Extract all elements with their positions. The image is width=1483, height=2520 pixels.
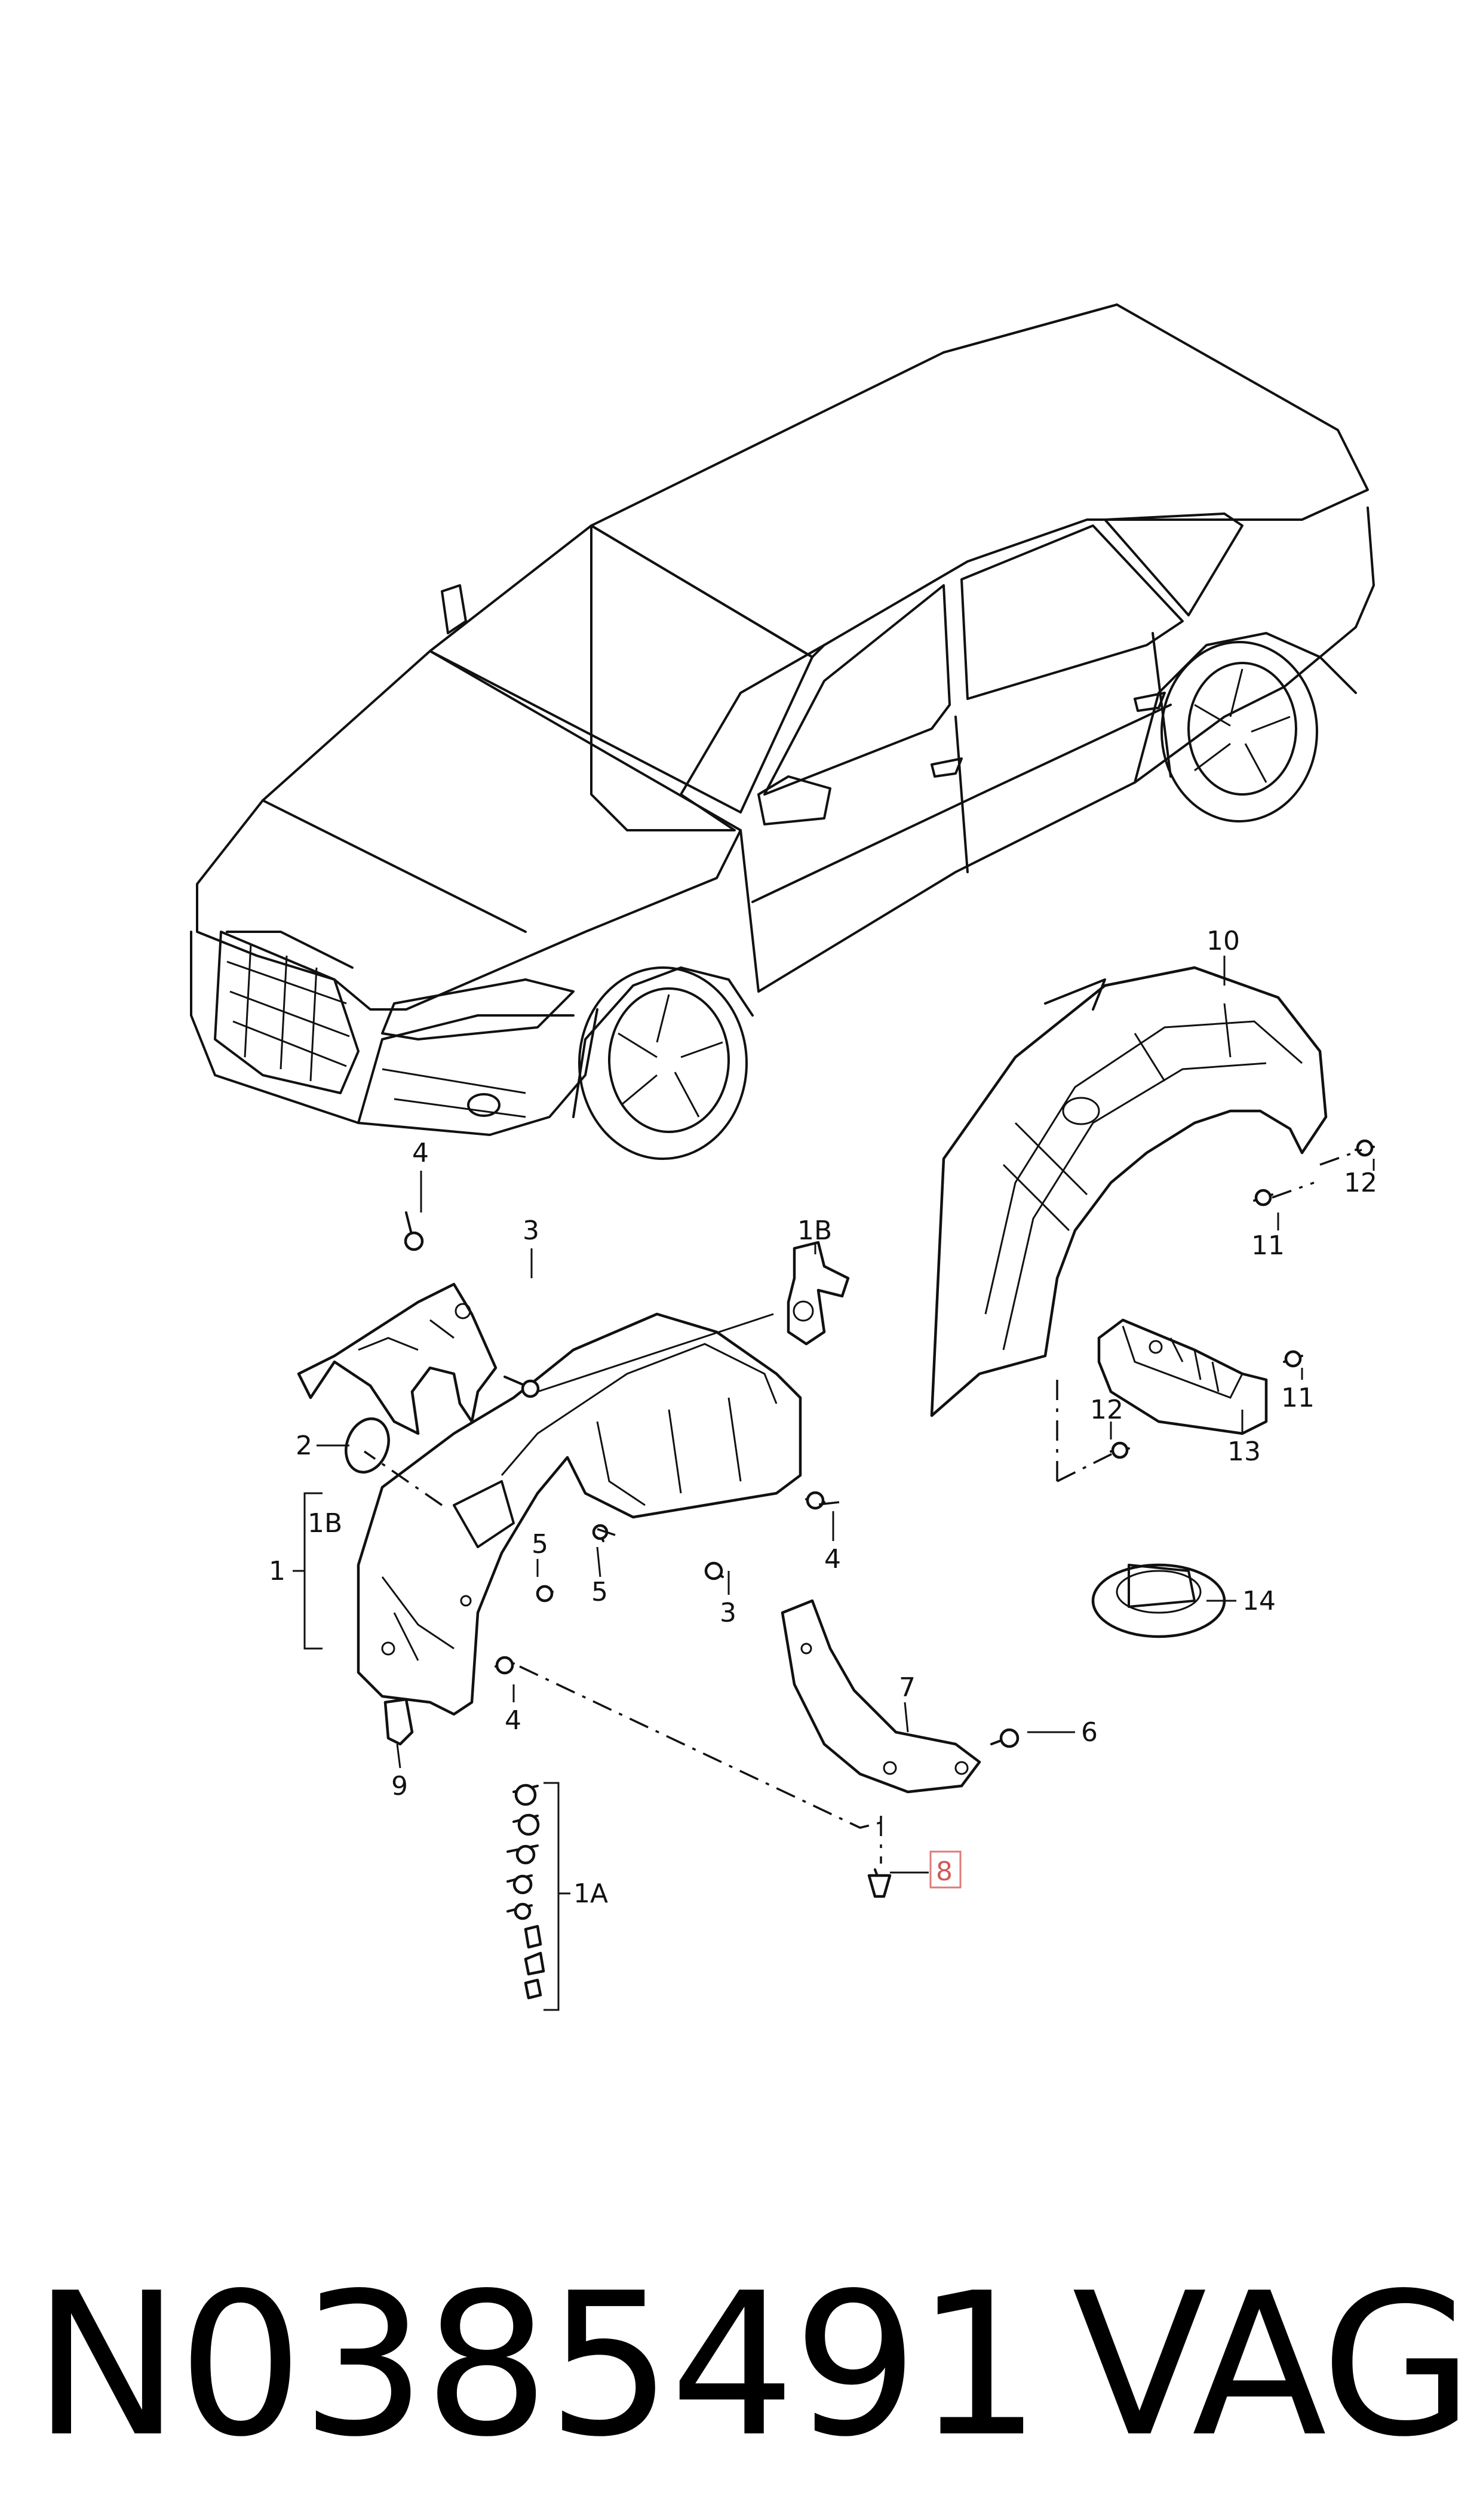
assembly-lines xyxy=(364,1149,1362,1864)
callout-7: 7 xyxy=(899,1672,916,1703)
part-2-cap xyxy=(345,1417,390,1474)
callout-4-low: 4 xyxy=(505,1705,521,1736)
callout-3-top: 3 xyxy=(523,1216,539,1246)
part-number: N0385491 xyxy=(33,2251,1042,2480)
leader-lines xyxy=(293,956,1375,2011)
brand-label: VAG xyxy=(1072,2251,1473,2480)
part-10-rear-wheel-housing-liner xyxy=(930,966,1328,1417)
callout-10: 10 xyxy=(1206,926,1240,956)
callout-13: 13 xyxy=(1227,1437,1261,1467)
callout-1B-top: 1B xyxy=(797,1216,832,1246)
callout-5-b: 5 xyxy=(591,1577,608,1607)
callout-4-mid: 4 xyxy=(824,1544,841,1574)
part-13-bracket xyxy=(1097,1318,1268,1435)
part-7-lower-liner xyxy=(781,1599,981,1794)
callout-9: 9 xyxy=(391,1771,408,1801)
callout-3-mid: 3 xyxy=(720,1598,736,1628)
part-9-clip xyxy=(383,1698,414,1746)
highlight-box-8 xyxy=(929,1850,962,1889)
callout-11-mid: 11 xyxy=(1281,1383,1315,1413)
callout-1: 1 xyxy=(269,1556,285,1586)
callout-2: 2 xyxy=(296,1431,312,1461)
part-1A-fastener-set xyxy=(506,1784,545,2000)
part-1-front-wheel-housing-liner xyxy=(357,1312,802,1716)
callout-12-top: 12 xyxy=(1344,1168,1377,1198)
parts-diagram: 4 3 1B 2 1B 1 5 5 3 4 4 9 1A 7 6 10 12 1… xyxy=(190,303,1377,2011)
footer: N0385491 VAG xyxy=(0,2246,1483,2485)
callout-6: 6 xyxy=(1081,1717,1098,1748)
car-illustration xyxy=(190,303,1375,1160)
callout-14: 14 xyxy=(1242,1586,1276,1616)
part-14-grommet xyxy=(1091,1563,1226,1638)
callout-labels: 4 3 1B 2 1B 1 5 5 3 4 4 9 1A 7 6 10 12 1… xyxy=(269,926,1377,1909)
callout-5-a: 5 xyxy=(532,1529,548,1560)
callout-12-mid: 12 xyxy=(1090,1395,1123,1425)
callout-1B-left: 1B xyxy=(308,1508,342,1539)
callout-11-top: 11 xyxy=(1251,1230,1285,1261)
callout-4-top: 4 xyxy=(412,1138,429,1168)
part-1B-clip xyxy=(787,1241,850,1346)
callout-8: 8 xyxy=(936,1856,953,1887)
fasteners xyxy=(404,1139,1375,1898)
part-upper-bracket xyxy=(297,1282,498,1435)
callout-1A: 1A xyxy=(573,1879,608,1909)
